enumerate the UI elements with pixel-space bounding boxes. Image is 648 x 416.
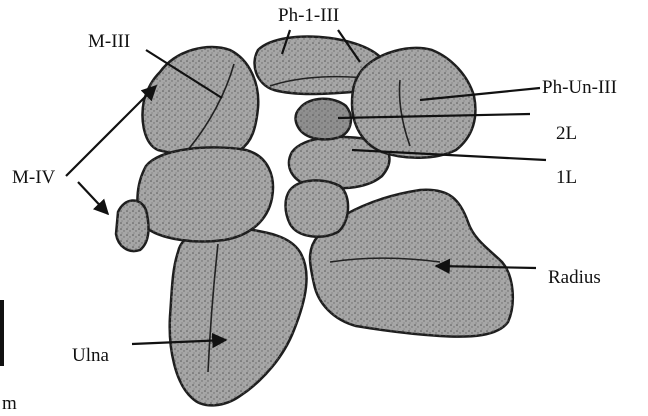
carpal-2l-bone [296,99,351,140]
label-ph-un-iii: Ph-Un-III [542,78,617,97]
label-ulna: Ulna [72,346,109,365]
scale-bar [0,300,4,366]
metacarpal-iii-bone [143,47,259,155]
label-radius: Radius [548,268,601,287]
label-2l: 2L [556,124,577,143]
m-iv-arrow-up [66,86,156,176]
m-iv-arrow-down [78,182,108,214]
ulna-bone [170,228,307,406]
label-1l: 1L [556,168,577,187]
label-m-iv: M-IV [12,168,55,187]
phalanx-un-iii-bone [352,48,475,158]
label-m-iii: M-III [88,32,130,51]
carpal-middle-bone [286,180,349,236]
label-ph-1-iii: Ph-1-III [278,6,339,25]
label-scale-unit: m [2,394,17,413]
